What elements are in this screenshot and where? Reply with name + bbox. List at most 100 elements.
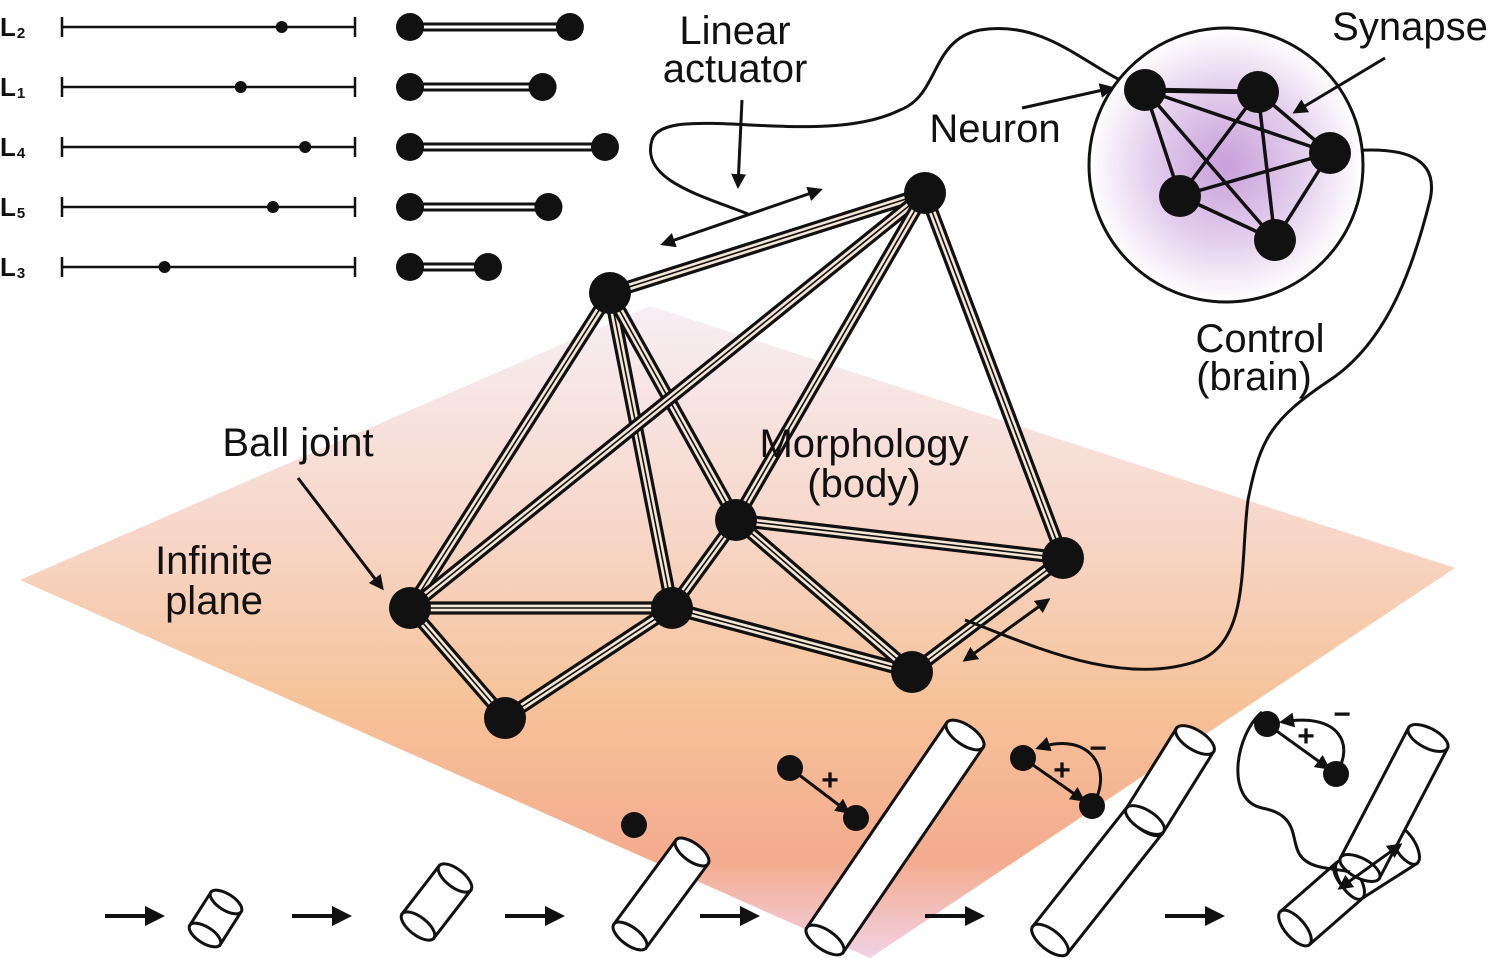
neuron: [1323, 761, 1349, 787]
beam-edge: [603, 293, 669, 610]
beam-edge: [412, 195, 930, 614]
beam-edge: [672, 601, 914, 669]
beam-edge: [730, 189, 923, 519]
beam-edge: [412, 294, 616, 612]
actuator-arrow: [1337, 843, 1403, 890]
neurons: [1124, 69, 1351, 261]
cylinder-end: [611, 920, 649, 952]
neuron: [1159, 175, 1201, 217]
actuator-arrow-bottom: [962, 598, 1051, 662]
label-infinite: Infinite: [155, 539, 273, 583]
sign-plus: +: [1297, 720, 1315, 753]
ball-joint: [1042, 537, 1084, 579]
slider-knob: [299, 141, 312, 153]
label-morphology: Morphology: [759, 422, 968, 466]
label-linear: Linear: [679, 9, 790, 53]
label-body: (body): [807, 462, 920, 506]
gene-row-label: L3: [0, 252, 25, 282]
beam-edge: [501, 602, 671, 716]
sign-plus: +: [821, 764, 839, 797]
control-wire-right: [964, 148, 1433, 671]
beam: [735, 513, 1064, 565]
label-neuron: Neuron: [929, 107, 1060, 151]
gene-row-index: 1: [17, 85, 25, 102]
beam-edge: [736, 513, 1064, 555]
gene-row-label: L5: [0, 192, 25, 222]
cylinder-end: [1174, 724, 1216, 756]
cylinder-end: [1406, 723, 1450, 753]
beam-edge: [404, 289, 608, 607]
neuron-seed: [621, 812, 647, 838]
beam-core: [409, 607, 506, 719]
cylinder-end: [944, 718, 986, 752]
rod-joint: [474, 253, 502, 281]
neuron: [1309, 132, 1351, 174]
gene-row-index: 3: [17, 265, 25, 282]
cylinder-end: [208, 888, 244, 916]
beam-edge: [928, 190, 1070, 557]
neuron: [1124, 69, 1166, 111]
synapse: [1178, 90, 1260, 198]
development-sequence: ++−+−: [105, 698, 1450, 958]
beam-core: [409, 192, 926, 609]
gene-row-index: 4: [17, 145, 26, 162]
slider-knob: [275, 21, 288, 33]
gene-row-label: L4: [0, 132, 26, 162]
synapse: [1143, 88, 1277, 242]
rod-joint: [396, 253, 424, 281]
neuron: [1254, 711, 1280, 737]
cylinder-end: [1124, 804, 1166, 836]
beam: [731, 515, 917, 677]
sign-minus: −: [1333, 698, 1351, 731]
beam-edge: [918, 194, 1060, 561]
neuron: [777, 755, 803, 781]
control-wire-left: [648, 27, 1121, 216]
beam-edge: [738, 194, 931, 524]
label-brain: (brain): [1196, 355, 1312, 399]
cylinder-end: [673, 836, 711, 868]
beam-edge: [731, 522, 910, 677]
cylinder-end: [1030, 922, 1070, 958]
sign-minus: −: [1089, 732, 1107, 765]
rod-joint: [396, 13, 424, 41]
ball-joint-pointer: [296, 477, 384, 591]
beam: [405, 603, 510, 723]
beam: [410, 601, 672, 615]
rod-joint: [396, 73, 424, 101]
gene-row-index: 5: [17, 205, 25, 222]
actuator-arrow-top: [660, 186, 823, 248]
gene-row-index: 2: [17, 25, 25, 42]
ball-joint: [589, 272, 631, 314]
cylinder: [187, 888, 244, 949]
neuron: [1079, 793, 1105, 819]
beam-core: [504, 607, 673, 719]
neuron: [1237, 71, 1279, 113]
beam-edge: [670, 611, 912, 679]
beam: [405, 187, 930, 614]
slider-knob: [266, 201, 279, 213]
rod-joint: [528, 73, 557, 101]
beam: [918, 190, 1070, 561]
ball-joint: [715, 499, 757, 541]
synapse: [1256, 91, 1277, 241]
rod-joint: [396, 133, 424, 161]
label-ball-joint: Ball joint: [222, 421, 373, 465]
beam-core: [924, 192, 1064, 559]
cylinder-end: [187, 921, 223, 949]
rod-joint: [555, 13, 584, 41]
synapse-arrow: [1035, 736, 1103, 807]
beam-edge: [738, 515, 917, 670]
ball-joint: [651, 587, 693, 629]
synapse-pointer: [1292, 56, 1386, 114]
ball-joints: [389, 172, 1084, 739]
beam-edge: [506, 610, 676, 724]
beam-edge: [612, 289, 742, 519]
ball-joint: [904, 172, 946, 214]
beam-core: [671, 607, 913, 673]
rod-joint: [534, 193, 563, 221]
actuator-pointer: [731, 99, 747, 189]
ball-joint: [484, 697, 526, 739]
beam-edge: [405, 610, 503, 723]
beam-edge: [611, 196, 927, 300]
